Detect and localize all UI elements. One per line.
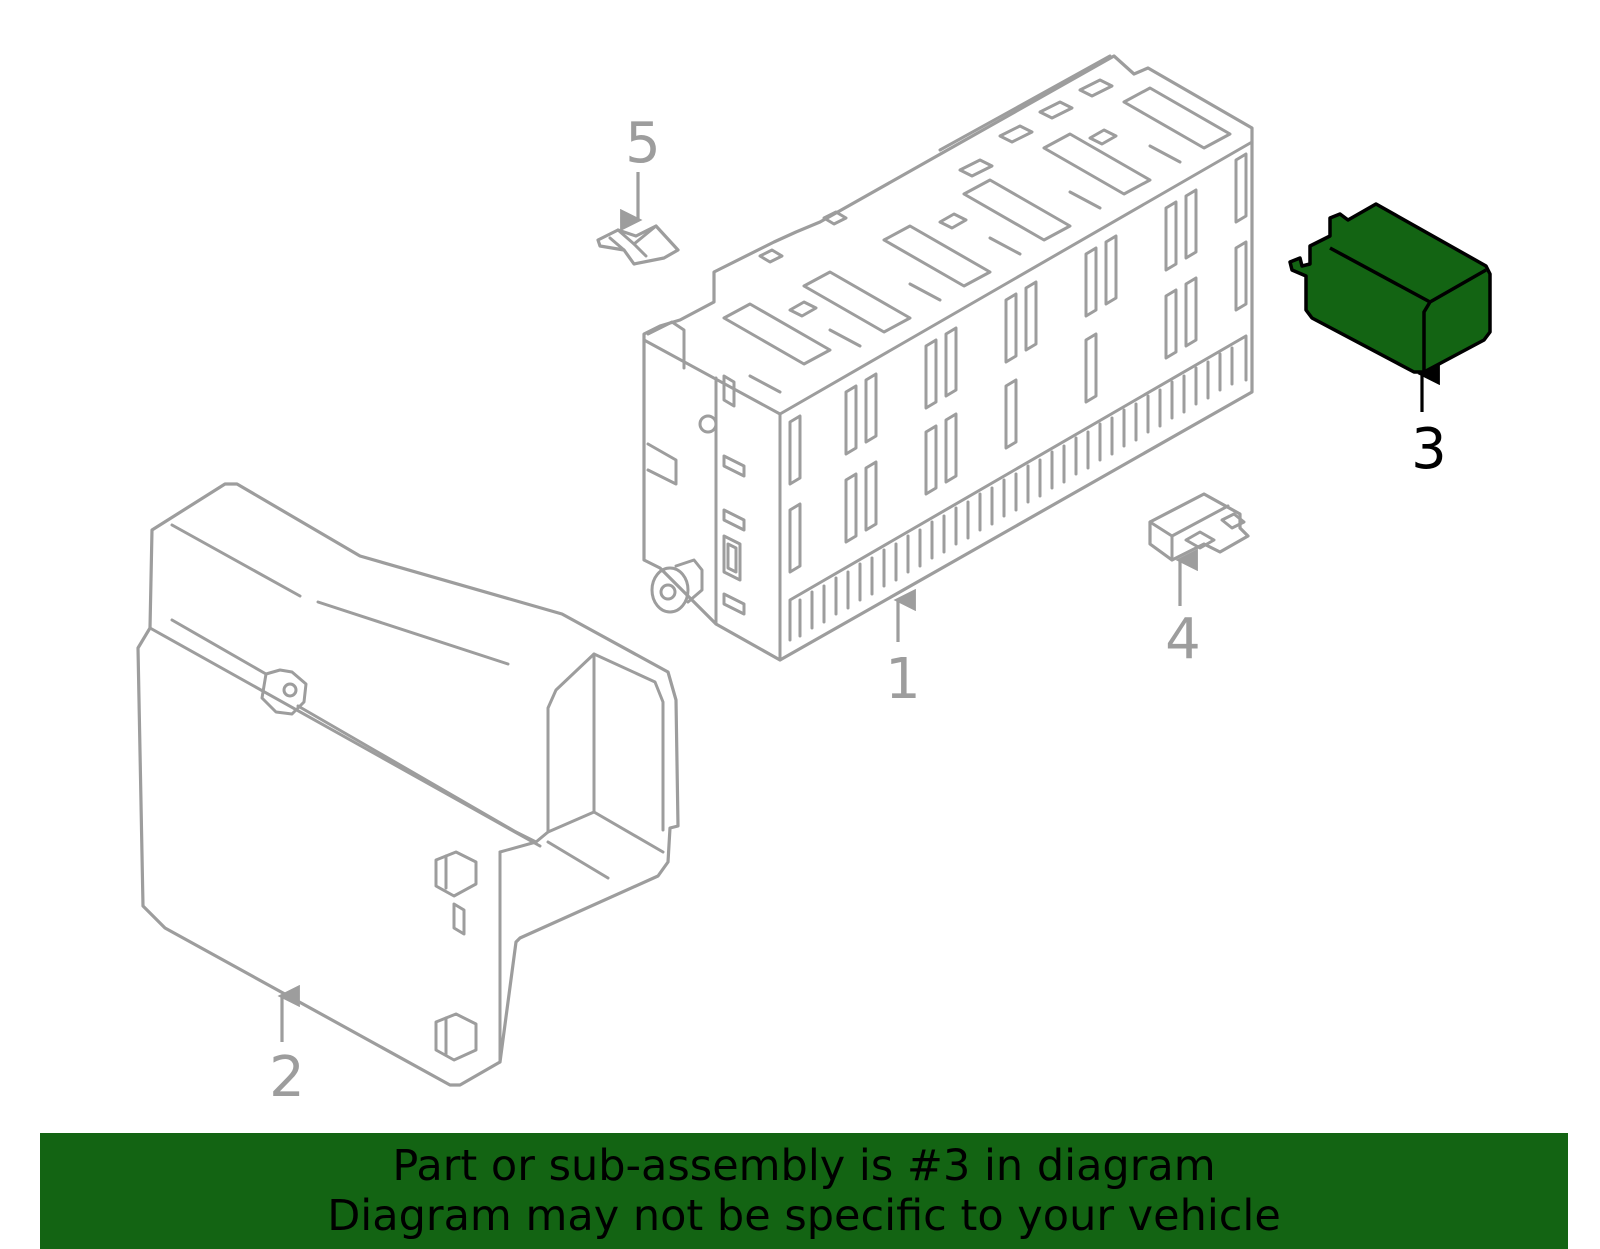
part-3-relay[interactable]	[1288, 202, 1492, 374]
callout-5: 5	[625, 111, 661, 176]
info-banner: Part or sub-assembly is #3 in diagram Di…	[40, 1133, 1568, 1249]
banner-line-2: Diagram may not be specific to your vehi…	[327, 1191, 1281, 1241]
callout-3: 3	[1411, 417, 1447, 482]
callout-1: 1	[885, 647, 921, 712]
callout-4: 4	[1165, 607, 1201, 672]
part-2-cover[interactable]	[136, 482, 680, 1087]
banner-background	[40, 1133, 1568, 1249]
banner-line-1: Part or sub-assembly is #3 in diagram	[392, 1141, 1216, 1191]
callout-2: 2	[269, 1045, 305, 1110]
part-5-clip[interactable]	[596, 224, 680, 266]
part-1-fuse-box[interactable]	[642, 54, 1254, 662]
part-4-bracket[interactable]	[1148, 492, 1250, 562]
